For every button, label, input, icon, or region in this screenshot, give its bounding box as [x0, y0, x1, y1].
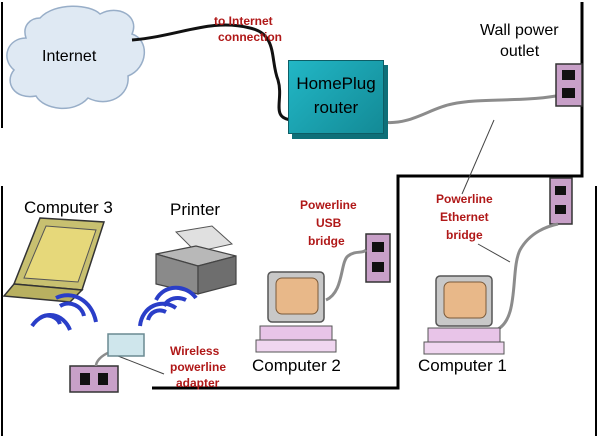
wireless-pointer	[117, 355, 165, 375]
computer3-label: Computer 3	[24, 198, 113, 217]
eth-bridge-label-1: Powerline	[436, 192, 493, 206]
to-internet-label: to Internet	[214, 14, 273, 28]
usb-bridge-label-1: Powerline	[300, 198, 357, 212]
wireless-waves-right	[138, 285, 198, 327]
usb-bridge-outlet	[365, 233, 391, 283]
eth-bridge-label-3: bridge	[446, 228, 483, 242]
printer	[155, 225, 237, 295]
internet-cloud	[6, 5, 146, 110]
internet-label: Internet	[42, 48, 97, 65]
computer1-label: Computer 1	[418, 356, 507, 375]
connection-label: connection	[218, 30, 283, 44]
house-wall	[152, 2, 584, 390]
wireless-waves-left	[30, 293, 98, 331]
computer1-cable	[495, 222, 559, 332]
internet-cable	[131, 23, 293, 122]
router-to-outlet-cable	[381, 94, 557, 125]
eth-bridge-label-2: Ethernet	[440, 210, 489, 224]
eth-bridge-pointer	[461, 119, 495, 195]
homeplug-router: HomePlug router	[288, 60, 384, 134]
wireless-outlet	[69, 365, 119, 393]
outlet-label: outlet	[500, 43, 540, 60]
ethernet-bridge-outlet	[549, 177, 573, 225]
desktop-computer1	[423, 275, 505, 355]
wireless-label-3: adapter	[176, 376, 220, 390]
router-label-line1: HomePlug	[296, 74, 376, 93]
eth-bridge-pointer-2	[477, 243, 511, 263]
wall-power-outlet	[555, 63, 583, 107]
usb-bridge-label-3: bridge	[308, 234, 345, 248]
computer2-cable	[325, 248, 368, 302]
desktop-computer2	[255, 271, 337, 353]
computer2-label: Computer 2	[252, 356, 341, 375]
wireless-label-1: Wireless	[170, 344, 220, 358]
router-label-line2: router	[313, 98, 359, 117]
usb-bridge-label-2: USB	[316, 216, 342, 230]
wall-power-label: Wall power	[480, 22, 559, 39]
wireless-adapter	[107, 333, 145, 357]
wireless-label-2: powerline	[170, 360, 227, 374]
printer-label: Printer	[170, 200, 221, 219]
